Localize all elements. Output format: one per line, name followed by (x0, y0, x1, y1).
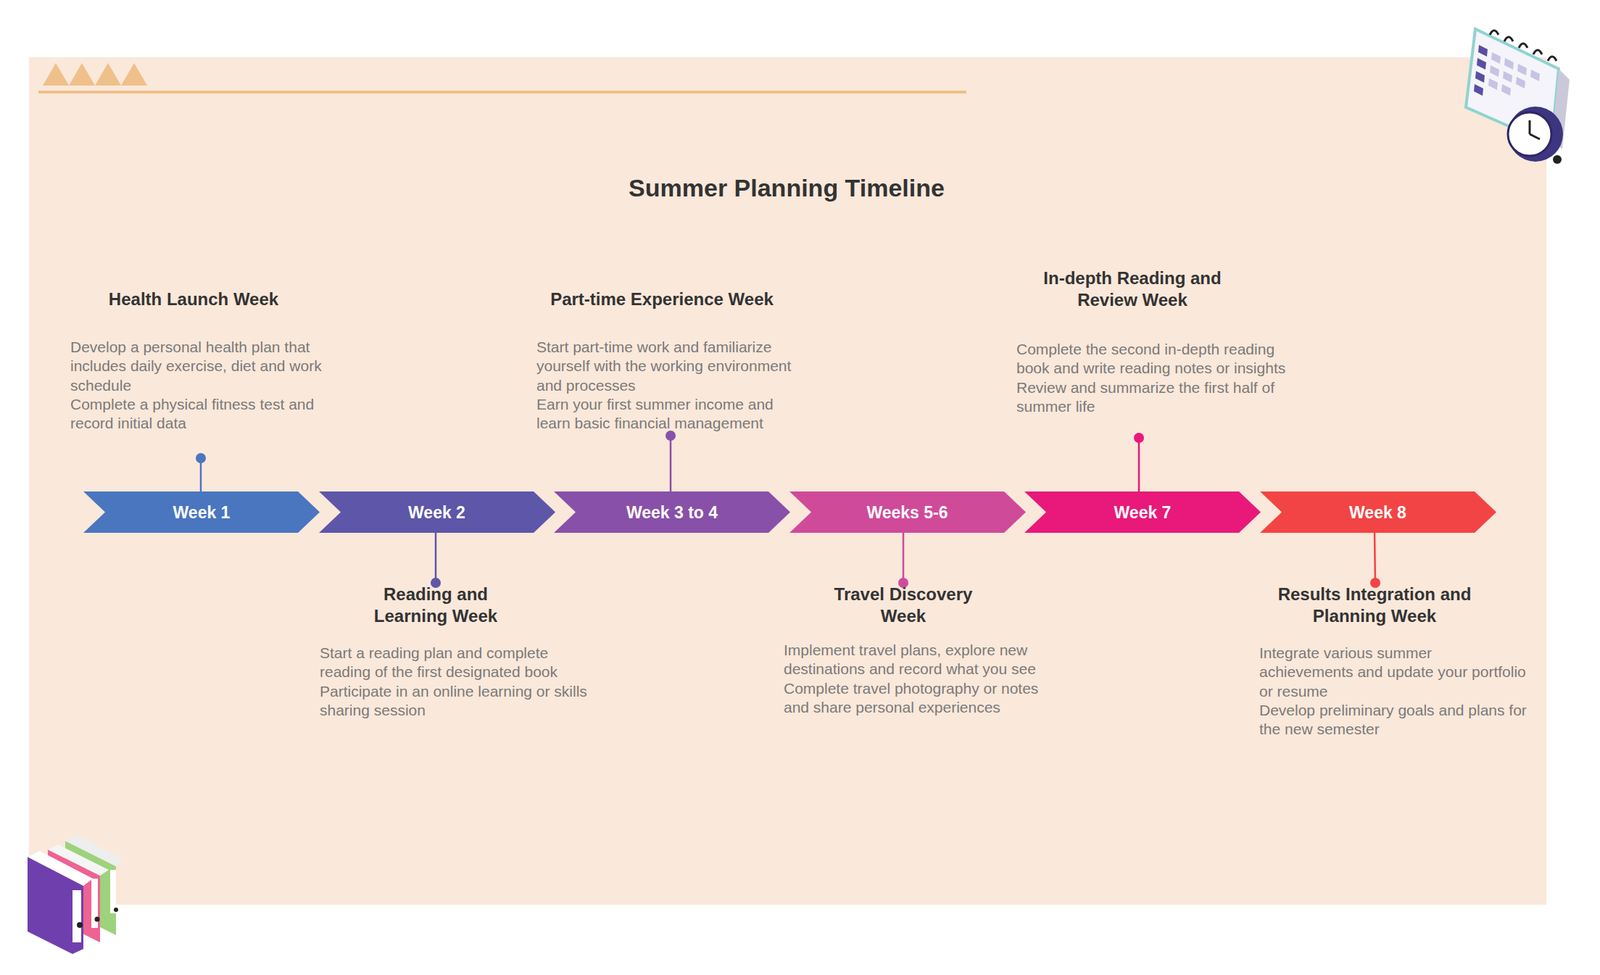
description-line: Complete the second in-depth reading boo… (1016, 340, 1287, 379)
description-line: Integrate various summer achievements an… (1259, 643, 1529, 702)
phase-heading: Travel Discovery Week (812, 583, 994, 628)
phase-description: Complete the second in-depth reading boo… (1016, 340, 1287, 417)
description-line: Start part-time work and familiarize you… (536, 337, 807, 396)
chevron-fill (553, 491, 791, 533)
week-chevron: Week 1 (83, 491, 320, 533)
phase-description: Start a reading plan and complete readin… (319, 643, 590, 720)
phase-heading: In-depth Reading and Review Week (1020, 267, 1245, 312)
week-chevron: Week 2 (318, 491, 556, 533)
header-rule (38, 90, 967, 94)
leader-dots (195, 430, 1381, 588)
binders-illustration (27, 835, 124, 955)
phase-description: Develop a personal health plan that incl… (70, 337, 341, 433)
description-line: Complete a physical fitness test and rec… (70, 395, 341, 434)
chevron-fill (1259, 491, 1497, 533)
chevron-fill (318, 491, 556, 533)
description-line: Review and summarize the first half of s… (1016, 378, 1287, 417)
phase-description: Start part-time work and familiarize you… (536, 337, 807, 433)
triangle-ornament (42, 63, 148, 86)
chevron-fill (1024, 491, 1261, 533)
week-chevron: Week 7 (1024, 491, 1261, 533)
week-chevron: Weeks 5-6 (789, 491, 1026, 533)
calendar-illustration (1465, 28, 1570, 752)
phase-description: Implement travel plans, explore new dest… (783, 640, 1054, 717)
week-label: Week 1 (83, 502, 320, 522)
week-label: Week 3 to 4 (553, 502, 791, 522)
week-chevron: Week 8 (1259, 491, 1497, 533)
phase-heading: Part-time Experience Week (516, 288, 807, 311)
week-label: Week 8 (1259, 502, 1497, 522)
description-line: Develop a personal health plan that incl… (70, 337, 341, 396)
week-label: Weeks 5-6 (789, 502, 1026, 522)
week-label: Week 7 (1024, 502, 1261, 522)
phase-heading: Reading and Learning Week (348, 583, 523, 628)
leader-lines (200, 435, 1376, 583)
chevron-fill (789, 491, 1026, 533)
description-line: Develop preliminary goals and plans for … (1259, 701, 1529, 740)
description-line: Start a reading plan and complete readin… (319, 643, 590, 683)
description-line: Complete travel photography or notes and… (783, 679, 1054, 718)
chevron-fill (83, 491, 320, 533)
week-chevron: Week 3 to 4 (553, 491, 791, 533)
description-line: Earn your first summer income and learn … (536, 395, 807, 434)
description-line: Implement travel plans, explore new dest… (783, 640, 1054, 680)
week-label: Week 2 (318, 502, 556, 522)
phase-heading: Results Integration and Planning Week (1251, 583, 1498, 628)
diagram-title: Summer Planning Timeline (628, 173, 945, 203)
description-line: Participate in an online learning or ski… (319, 682, 590, 721)
phase-description: Integrate various summer achievements an… (1259, 643, 1529, 739)
background-panel (28, 57, 1547, 905)
phase-heading: Health Launch Week (70, 288, 317, 311)
